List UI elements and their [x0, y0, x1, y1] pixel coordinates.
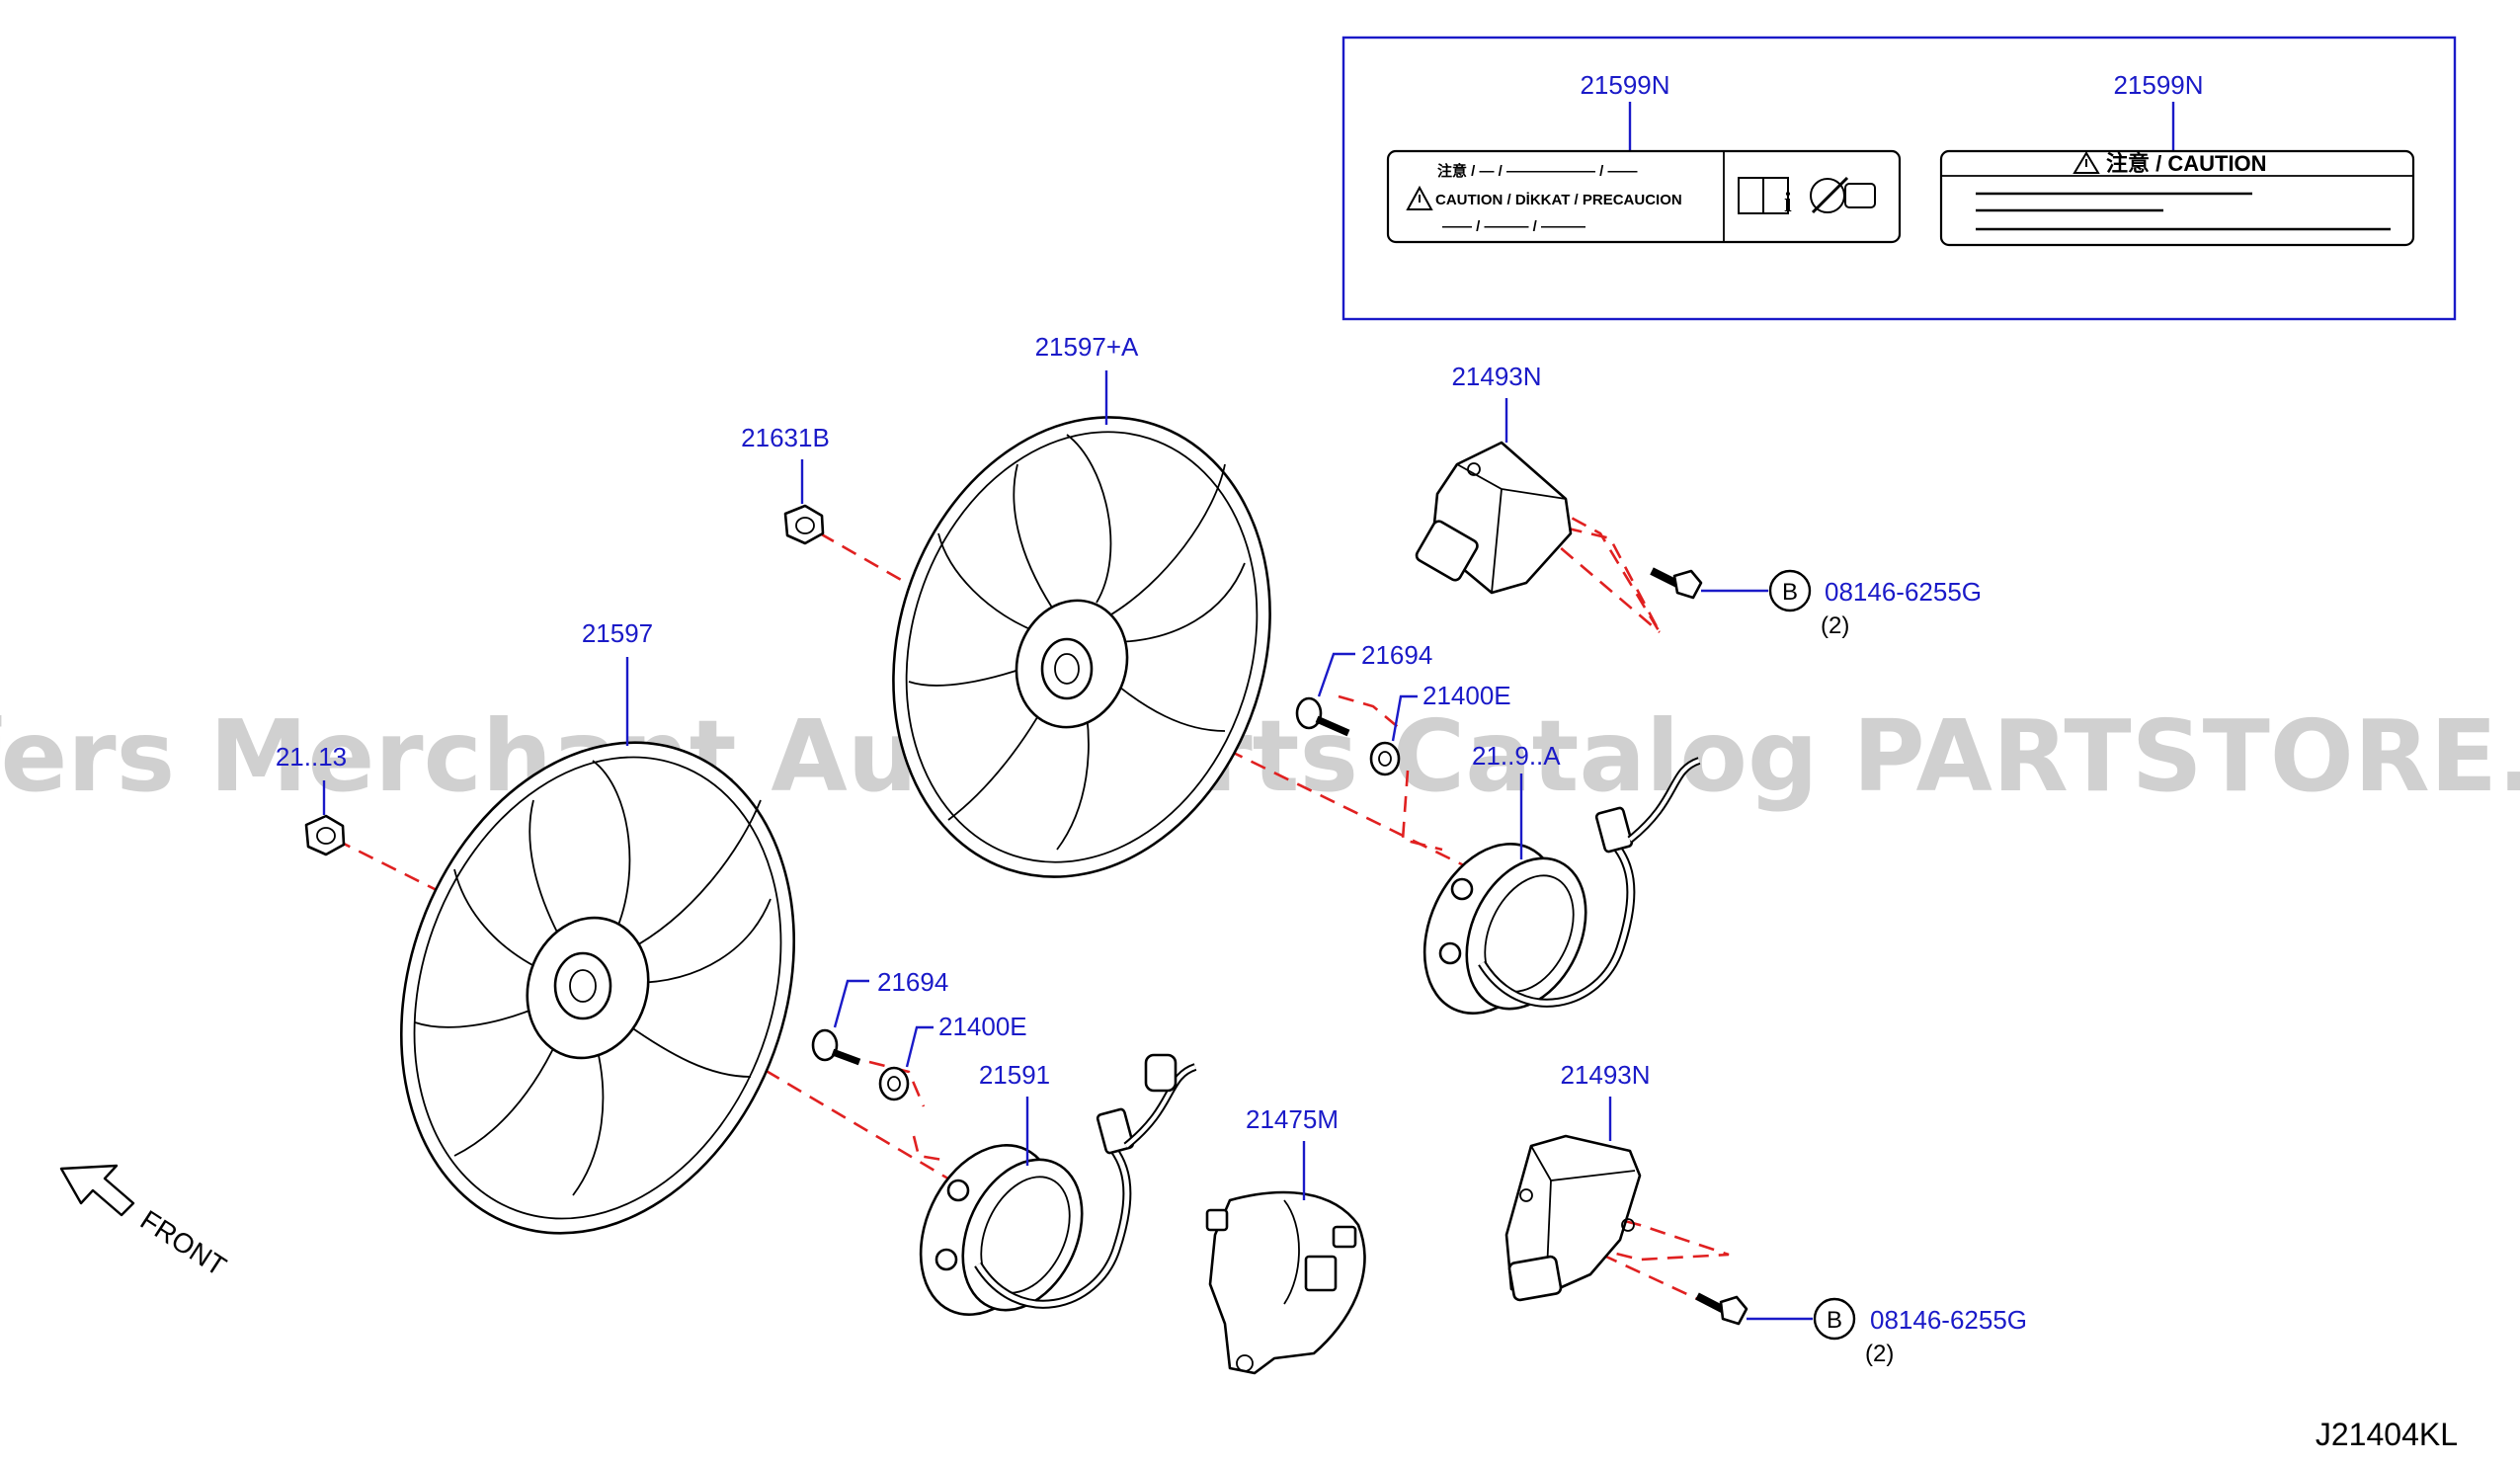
- svg-text:B: B: [1827, 1307, 1842, 1334]
- front-label: FRONT: [135, 1204, 232, 1282]
- part-label-nut-upper[interactable]: 21631B: [741, 423, 830, 452]
- front-arrow-icon: [59, 1164, 135, 1217]
- caution-label-inset: 21599N 注意 / — / —————— / —— CAUTION / Dİ…: [1341, 36, 2457, 321]
- part-label-bolt-lower[interactable]: 08146-6255G: [1870, 1305, 2027, 1335]
- part-label-shroud-bracket[interactable]: 21475M: [1246, 1104, 1339, 1134]
- nut-lower[interactable]: [304, 814, 346, 856]
- warning-triangle-icon: [1406, 185, 1433, 210]
- caution-left-line2: CAUTION / DİKKAT / PRECAUCION: [1435, 192, 1682, 208]
- motor-upper[interactable]: [1399, 757, 1701, 1035]
- warning-triangle-icon: [2073, 151, 2100, 174]
- leader-screw-upper: [1317, 652, 1355, 697]
- caution-label-right: 注意 / CAUTION: [1939, 149, 2415, 247]
- part-label-bushing-lower[interactable]: 21400E: [938, 1012, 1027, 1041]
- svg-text:B: B: [1782, 579, 1798, 606]
- part-label-caution-left[interactable]: 21599N: [1580, 70, 1669, 100]
- fan-upper[interactable]: [836, 367, 1328, 926]
- nut-upper[interactable]: [783, 504, 825, 545]
- part-label-controller-upper[interactable]: 21493N: [1451, 362, 1541, 391]
- part-label-fan-upper[interactable]: 21597+A: [1035, 332, 1139, 362]
- watermark-text: Offers Merchant Auto Parts Catalog PARTS…: [0, 698, 2520, 814]
- screw-lower[interactable]: [811, 1028, 861, 1066]
- leader-bushing-upper: [1391, 694, 1418, 742]
- part-label-nut-lower[interactable]: 21..13: [276, 742, 347, 772]
- part-label-motor-upper[interactable]: 21..9..A: [1472, 741, 1561, 771]
- qty-label-bolt-lower: (2): [1865, 1341, 1894, 1367]
- bolt-lower[interactable]: [1695, 1292, 1748, 1326]
- bolt-upper[interactable]: [1650, 567, 1703, 600]
- manual-book-icon: i: [1738, 177, 1792, 218]
- caution-label-left: 注意 / — / —————— / —— CAUTION / DİKKAT / …: [1386, 149, 1902, 244]
- bushing-upper[interactable]: [1369, 741, 1401, 776]
- part-label-screw-lower[interactable]: 21694: [877, 967, 948, 997]
- leader-bushing-lower: [905, 1025, 934, 1068]
- part-label-caution-right[interactable]: 21599N: [2113, 70, 2203, 100]
- controller-upper[interactable]: [1415, 441, 1573, 595]
- part-label-fan-lower[interactable]: 21597: [582, 618, 653, 648]
- caution-left-line3: —— / ——— / ———: [1442, 218, 1585, 235]
- fan-lower[interactable]: [335, 687, 860, 1288]
- part-label-motor-lower[interactable]: 21591: [979, 1060, 1050, 1090]
- no-hand-fan-icon: [1810, 176, 1876, 214]
- ref-circle-b-lower[interactable]: B: [1813, 1297, 1856, 1341]
- leader-screw-lower: [833, 979, 869, 1028]
- svg-text:i: i: [1784, 188, 1792, 218]
- caution-left-line1: 注意 / — / —————— / ——: [1437, 162, 1638, 180]
- fan-lower-blades: [414, 760, 772, 1196]
- controller-lower[interactable]: [1504, 1134, 1642, 1302]
- part-label-screw-upper[interactable]: 21694: [1361, 640, 1432, 670]
- motor-lower[interactable]: [895, 1053, 1197, 1337]
- screw-upper[interactable]: [1295, 696, 1350, 737]
- shroud-bracket[interactable]: [1205, 1190, 1366, 1375]
- qty-label-bolt-upper: (2): [1821, 612, 1849, 639]
- bushing-lower[interactable]: [878, 1066, 910, 1101]
- caution-right-heading: 注意 / CAUTION: [2106, 151, 2267, 176]
- inset-frame: [1341, 36, 2457, 321]
- part-label-bolt-upper[interactable]: 08146-6255G: [1825, 577, 1982, 607]
- part-label-bushing-upper[interactable]: 21400E: [1423, 681, 1511, 710]
- ref-circle-b-upper[interactable]: B: [1768, 569, 1812, 612]
- part-label-controller-lower[interactable]: 21493N: [1560, 1060, 1650, 1090]
- drawing-number: J21404KL: [2316, 1417, 2458, 1452]
